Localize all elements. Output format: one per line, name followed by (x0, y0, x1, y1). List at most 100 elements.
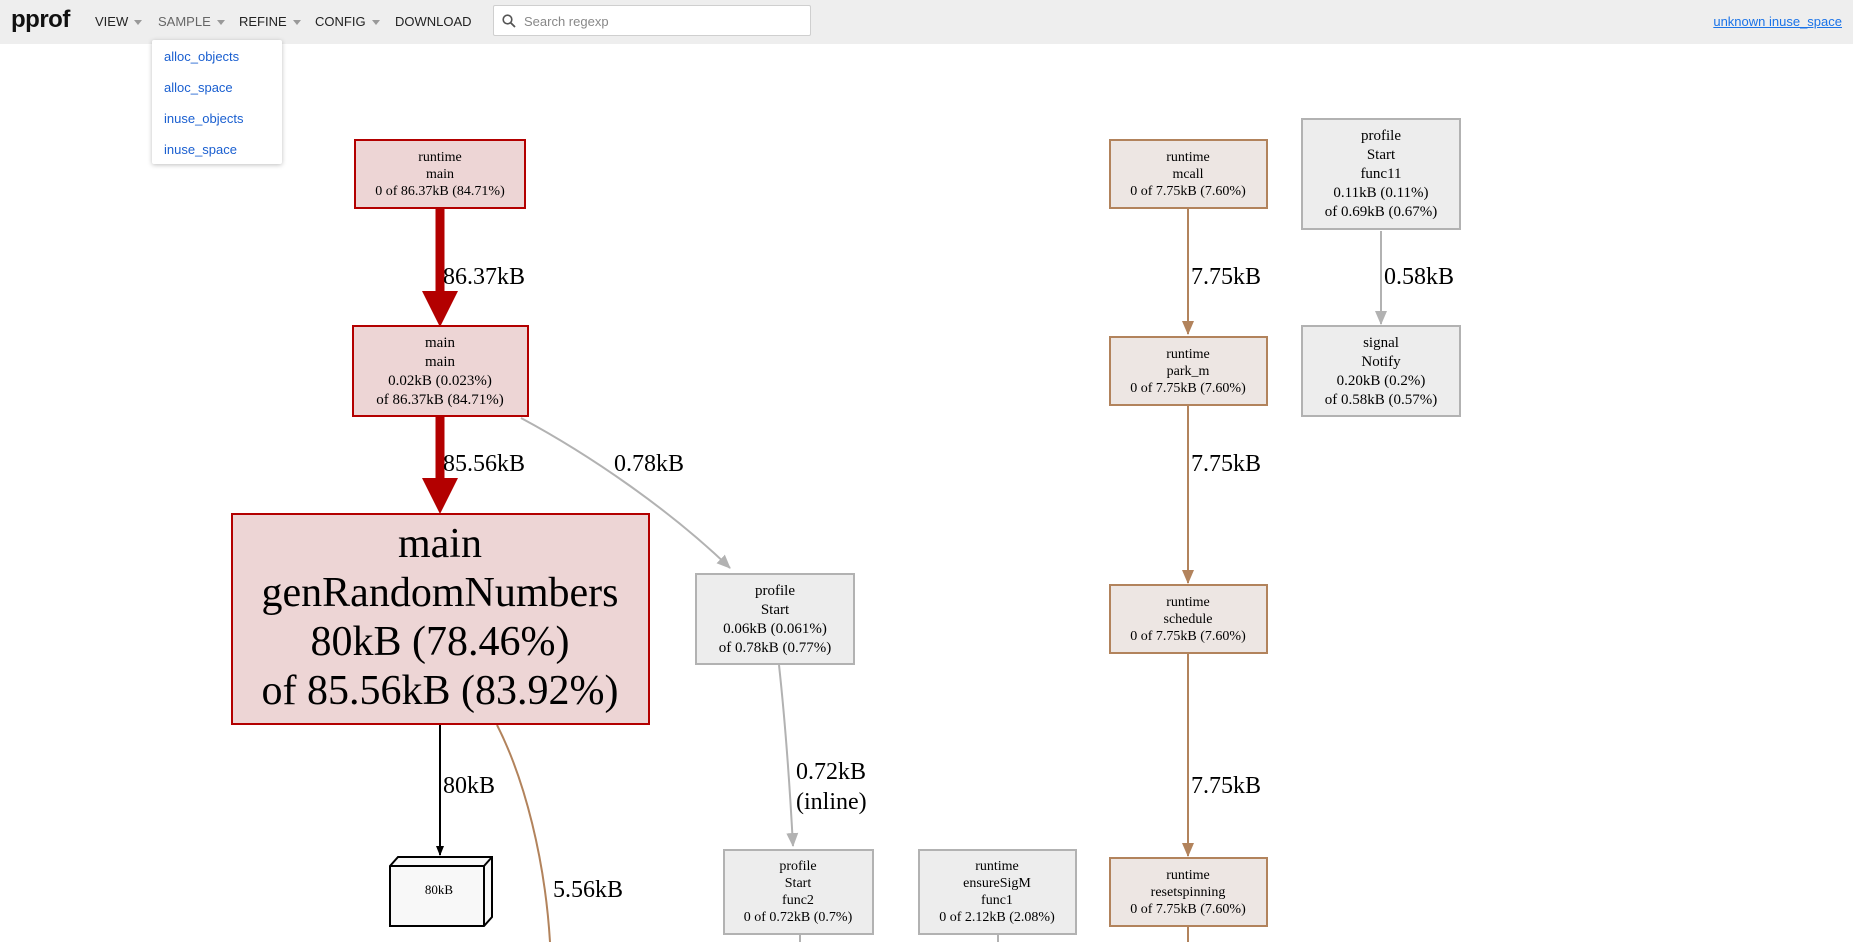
node-label: 0 of 86.37kB (84.71%) (375, 184, 505, 199)
edge-schedule-to-resetspinning[interactable]: 7.75kB (1182, 654, 1261, 857)
toolbar: pprof VIEW SAMPLE REFINE CONFIG DOWNLOAD… (0, 0, 1853, 44)
chevron-down-icon (292, 20, 301, 26)
edge-label: 85.56kB (443, 451, 525, 477)
edge-park-m-to-schedule[interactable]: 7.75kB (1182, 406, 1261, 584)
node-label: 0 of 7.75kB (7.60%) (1130, 184, 1246, 199)
node-label: Start (761, 602, 790, 618)
sample-dropdown: alloc_objects alloc_space inuse_objects … (152, 40, 282, 164)
node-label: signal (1363, 335, 1399, 351)
edge-main-to-profile-start[interactable]: 0.78kB (520, 417, 731, 569)
profile-type-link[interactable]: unknown inuse_space (1713, 14, 1842, 29)
sample-option-inuse-objects[interactable]: inuse_objects (164, 111, 244, 126)
menu-config-label: CONFIG (315, 14, 366, 29)
menu-refine-label: REFINE (239, 14, 287, 29)
edge-mcall-to-park-m[interactable]: 7.75kB (1182, 209, 1261, 335)
menu-view-label: VIEW (95, 14, 129, 29)
menu-download-label: DOWNLOAD (395, 14, 472, 29)
edge-profile-start-to-func2[interactable]: 0.72kB (inline) (778, 664, 867, 847)
node-label: mcall (1172, 167, 1203, 182)
edge-label: 0.78kB (614, 451, 684, 477)
search-icon (502, 14, 516, 28)
node-runtime-ensuresigm-func1[interactable]: runtime ensureSigM func1 0 of 2.12kB (2.… (918, 849, 1077, 935)
node-label: runtime (1166, 150, 1210, 165)
node-profile-start-func11[interactable]: profile Start func11 0.11kB (0.11%) of 0… (1301, 118, 1461, 230)
node-gen-random-numbers[interactable]: main genRandomNumbers 80kB (78.46%) of 8… (231, 513, 650, 725)
node-label: runtime (1166, 868, 1210, 883)
node-label: 0 of 2.12kB (2.08%) (939, 910, 1055, 925)
menu-refine[interactable]: REFINE (239, 14, 301, 29)
node-label: func1 (981, 893, 1013, 908)
node-label: schedule (1164, 612, 1213, 627)
node-label: profile (1361, 128, 1401, 144)
edge-genrandomnumbers-to-alloc[interactable]: 80kB (436, 725, 495, 856)
node-runtime-mcall[interactable]: runtime mcall 0 of 7.75kB (7.60%) (1109, 139, 1268, 209)
menu-sample[interactable]: SAMPLE (158, 14, 225, 29)
node-label: Start (785, 876, 812, 891)
chevron-down-icon (134, 20, 143, 26)
node-label: func2 (782, 893, 814, 908)
node-label: main (425, 354, 455, 370)
node-profile-start-func2[interactable]: profile Start func2 0 of 0.72kB (0.7%) (723, 849, 874, 935)
node-runtime-schedule[interactable]: runtime schedule 0 of 7.75kB (7.60%) (1109, 584, 1268, 654)
node-label: main (425, 335, 455, 351)
node-label: Start (1367, 147, 1396, 163)
node-signal-notify[interactable]: signal Notify 0.20kB (0.2%) of 0.58kB (0… (1301, 325, 1461, 417)
node-runtime-resetspinning[interactable]: runtime resetspinning 0 of 7.75kB (7.60%… (1109, 857, 1268, 927)
edge-label: 0.58kB (1384, 264, 1454, 290)
node-label: park_m (1167, 364, 1210, 379)
edge-label: 80kB (443, 773, 495, 799)
search-input[interactable] (522, 10, 806, 33)
node-label: Notify (1361, 354, 1401, 370)
chevron-down-icon (216, 20, 225, 26)
node-label: main (426, 167, 454, 182)
node-runtime-main[interactable]: runtime main 0 of 86.37kB (84.71%) (354, 139, 526, 209)
edge-label: 5.56kB (553, 877, 623, 903)
node-label: main (398, 521, 482, 567)
node-label: of 0.58kB (0.57%) (1325, 392, 1438, 408)
menu-config[interactable]: CONFIG (315, 14, 380, 29)
search-box (493, 5, 811, 36)
node-label: profile (755, 583, 795, 599)
node-label: genRandomNumbers (262, 570, 619, 616)
chevron-down-icon (371, 20, 380, 26)
node-label: 0.20kB (0.2%) (1337, 373, 1426, 389)
node-alloc-80kb[interactable]: 80kB (389, 856, 493, 927)
call-graph: 86.37kB 85.56kB 0.78kB 80kB 5.56kB 0.72k… (231, 118, 1461, 942)
menu-view[interactable]: VIEW (95, 14, 143, 29)
node-label: of 86.37kB (84.71%) (376, 392, 504, 408)
node-label: 0 of 7.75kB (7.60%) (1130, 629, 1246, 644)
node-main-main[interactable]: main main 0.02kB (0.023%) of 86.37kB (84… (352, 325, 529, 417)
menu-download[interactable]: DOWNLOAD (395, 14, 472, 29)
edge-label: 7.75kB (1191, 773, 1261, 799)
node-label: 0.06kB (0.061%) (723, 621, 827, 637)
node-label: func11 (1360, 166, 1401, 182)
pprof-logo: pprof (11, 6, 70, 33)
node-label: runtime (1166, 595, 1210, 610)
node-label: 0 of 7.75kB (7.60%) (1130, 381, 1246, 396)
node-label: 80kB (78.46%) (311, 619, 570, 665)
node-label: resetspinning (1151, 885, 1226, 900)
node-label: runtime (1166, 347, 1210, 362)
node-label: runtime (418, 150, 462, 165)
node-runtime-park-m[interactable]: runtime park_m 0 of 7.75kB (7.60%) (1109, 336, 1268, 406)
menu-sample-label: SAMPLE (158, 14, 211, 29)
edge-label: 86.37kB (443, 264, 525, 290)
sample-option-alloc-objects[interactable]: alloc_objects (164, 49, 240, 64)
sample-option-inuse-space[interactable]: inuse_space (164, 142, 237, 157)
node-label: profile (779, 859, 816, 874)
node-label: ensureSigM (963, 876, 1031, 891)
edge-label: (inline) (796, 789, 867, 815)
node-label: of 85.56kB (83.92%) (262, 668, 619, 714)
edge-runtime-main-to-main-main[interactable]: 86.37kB (422, 209, 525, 327)
node-label: 0 of 0.72kB (0.7%) (744, 910, 853, 925)
edge-func11-to-notify[interactable]: 0.58kB (1375, 231, 1454, 325)
sample-option-alloc-space[interactable]: alloc_space (164, 80, 233, 95)
node-profile-start[interactable]: profile Start 0.06kB (0.061%) of 0.78kB … (695, 573, 855, 665)
node-label: 0 of 7.75kB (7.60%) (1130, 902, 1246, 917)
node-label: of 0.78kB (0.77%) (719, 640, 832, 656)
node-label: 0.02kB (0.023%) (388, 373, 492, 389)
edge-label: 7.75kB (1191, 264, 1261, 290)
edge-label: 0.72kB (796, 759, 866, 785)
edge-main-to-genrandomnumbers[interactable]: 85.56kB (422, 417, 525, 514)
edge-genrandomnumbers-to-offscreen[interactable]: 5.56kB (496, 724, 623, 942)
